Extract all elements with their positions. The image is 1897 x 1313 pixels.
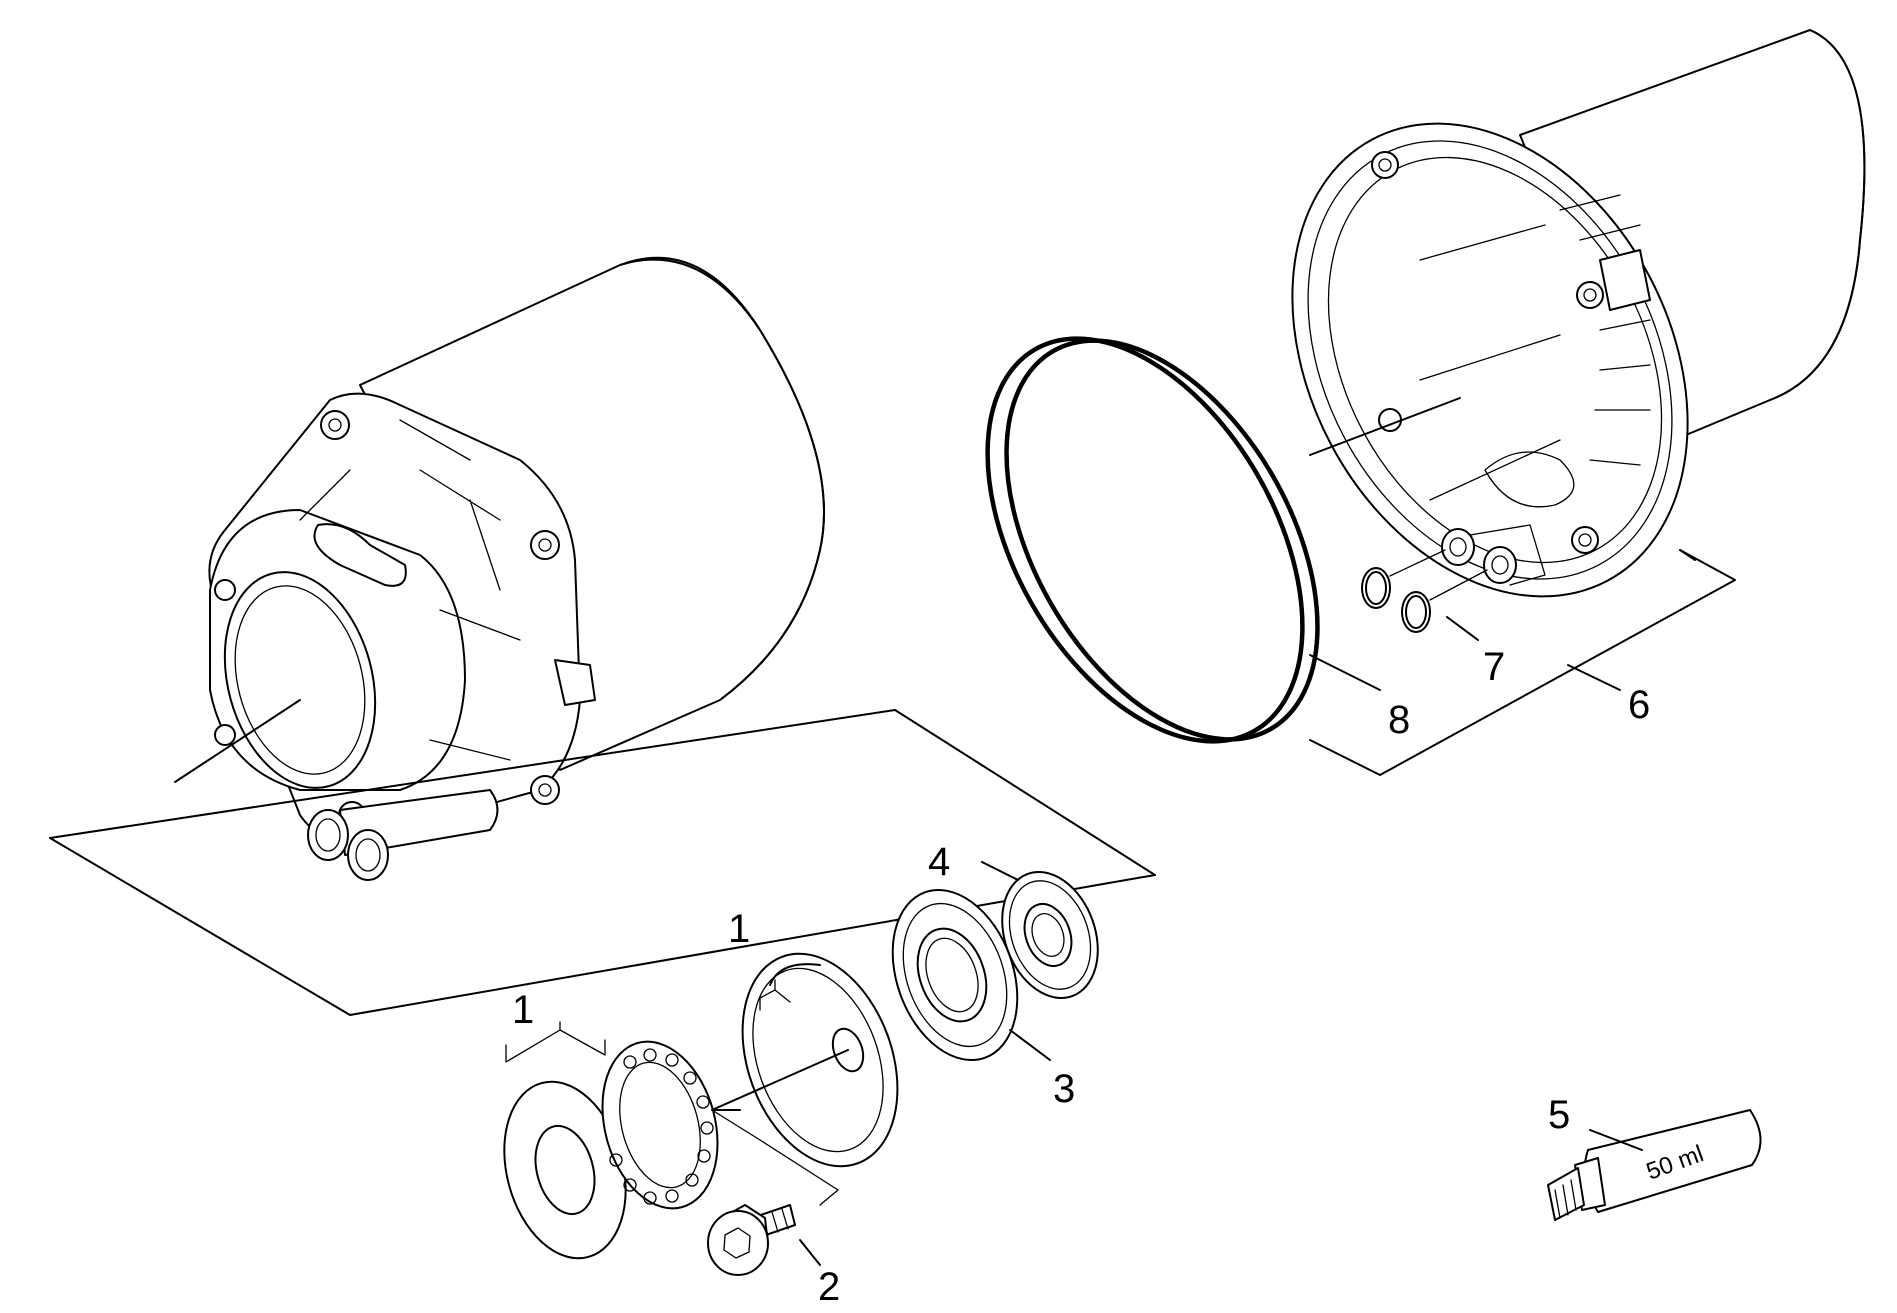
callout-housing-assembly: 6 — [1628, 683, 1650, 727]
seal-ring-part — [1001, 871, 1099, 999]
callout-bolt: 2 — [818, 1265, 840, 1309]
callout-bearing: 3 — [1053, 1067, 1075, 1111]
callout-grease-tube: 5 — [1548, 1093, 1570, 1137]
left-motor-housing — [174, 256, 825, 881]
left-housing-leader — [49, 709, 1156, 1016]
ball-bearing — [891, 888, 1019, 1062]
callout-labels: 1 1 2 3 4 5 6 7 8 — [512, 645, 1650, 1309]
callout-large-o-ring: 8 — [1388, 698, 1410, 742]
cup-housing — [711, 952, 899, 1168]
callout-seal-ring: 4 — [928, 840, 950, 884]
bottom-leaders — [505, 979, 839, 1206]
large-o-ring — [985, 336, 1320, 744]
right-motor-housing — [1291, 29, 1866, 598]
housing-assembly-leader — [1309, 549, 1736, 776]
callout-left-housing: 1 — [512, 988, 534, 1032]
grease-tube: 50 ml — [1547, 1109, 1762, 1221]
small-o-rings — [1361, 549, 1488, 633]
hex-bolt — [707, 1204, 796, 1276]
callout-leaders — [799, 616, 1643, 1266]
thrust-bearing — [503, 1040, 719, 1260]
callout-small-o-rings: 7 — [1483, 645, 1505, 689]
callout-center-housing: 1 — [728, 907, 750, 951]
